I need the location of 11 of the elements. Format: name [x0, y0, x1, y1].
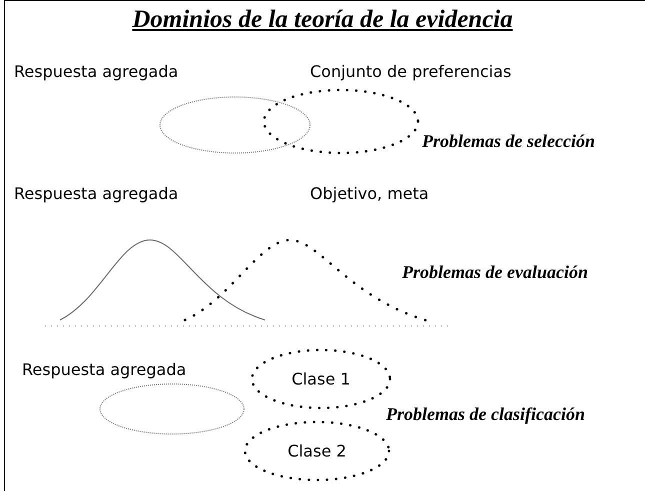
- problem-label: Problemas de evaluación: [402, 262, 588, 283]
- problem-label: Problemas de selección: [422, 131, 595, 152]
- region-label: Respuesta agregada: [22, 360, 186, 379]
- region-label: Respuesta agregada: [14, 62, 178, 81]
- problem-label: Problemas de clasificación: [386, 404, 585, 425]
- title: Dominios de la teoría de la evidencia: [131, 6, 514, 34]
- class-label: Clase 2: [286, 442, 348, 460]
- region-label: Objetivo, meta: [310, 184, 429, 203]
- region-label: Conjunto de preferencias: [310, 62, 512, 81]
- class-label: Clase 1: [290, 370, 352, 388]
- region-label: Respuesta agregada: [14, 184, 178, 203]
